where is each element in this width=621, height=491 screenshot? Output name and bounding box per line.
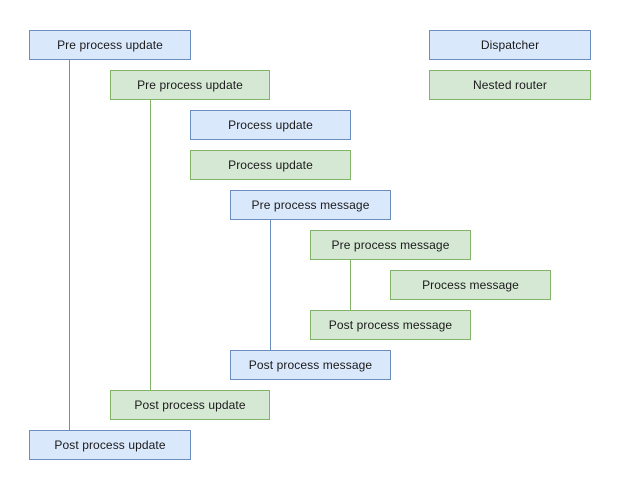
- node-post-process-message-router[interactable]: Post process message: [310, 310, 471, 340]
- node-post-process-message-dispatcher[interactable]: Post process message: [230, 350, 391, 380]
- node-pre-process-message-dispatcher[interactable]: Pre process message: [230, 190, 391, 220]
- node-label: Post process update: [54, 438, 166, 452]
- node-label: Process message: [422, 278, 519, 292]
- legend-nested-router-label: Nested router: [472, 78, 547, 92]
- legend-nested-router[interactable]: Nested router: [429, 70, 591, 100]
- node-label: Process update: [228, 158, 313, 172]
- node-label: Pre process message: [251, 198, 370, 212]
- node-process-update-router[interactable]: Process update: [190, 150, 351, 180]
- node-process-update-dispatcher[interactable]: Process update: [190, 110, 351, 140]
- node-label: Post process message: [328, 318, 453, 332]
- edge-dispatcher-message: [270, 220, 271, 350]
- node-pre-process-update-router[interactable]: Pre process update: [110, 70, 270, 100]
- node-label: Pre process update: [57, 38, 163, 52]
- edge-dispatcher-update: [69, 60, 70, 430]
- node-process-message-router[interactable]: Process message: [390, 270, 551, 300]
- node-pre-process-update-dispatcher[interactable]: Pre process update: [29, 30, 191, 60]
- legend-dispatcher-label: Dispatcher: [480, 38, 540, 52]
- edge-router-update: [150, 100, 151, 390]
- node-pre-process-message-router[interactable]: Pre process message: [310, 230, 471, 260]
- node-post-process-update-router[interactable]: Post process update: [110, 390, 270, 420]
- node-label: Process update: [228, 118, 313, 132]
- node-label: Pre process message: [331, 238, 450, 252]
- node-label: Pre process update: [137, 78, 243, 92]
- node-post-process-update-dispatcher[interactable]: Post process update: [29, 430, 191, 460]
- node-label: Post process message: [248, 358, 373, 372]
- edge-router-message: [350, 260, 351, 310]
- node-label: Post process update: [134, 398, 246, 412]
- legend-dispatcher[interactable]: Dispatcher: [429, 30, 591, 60]
